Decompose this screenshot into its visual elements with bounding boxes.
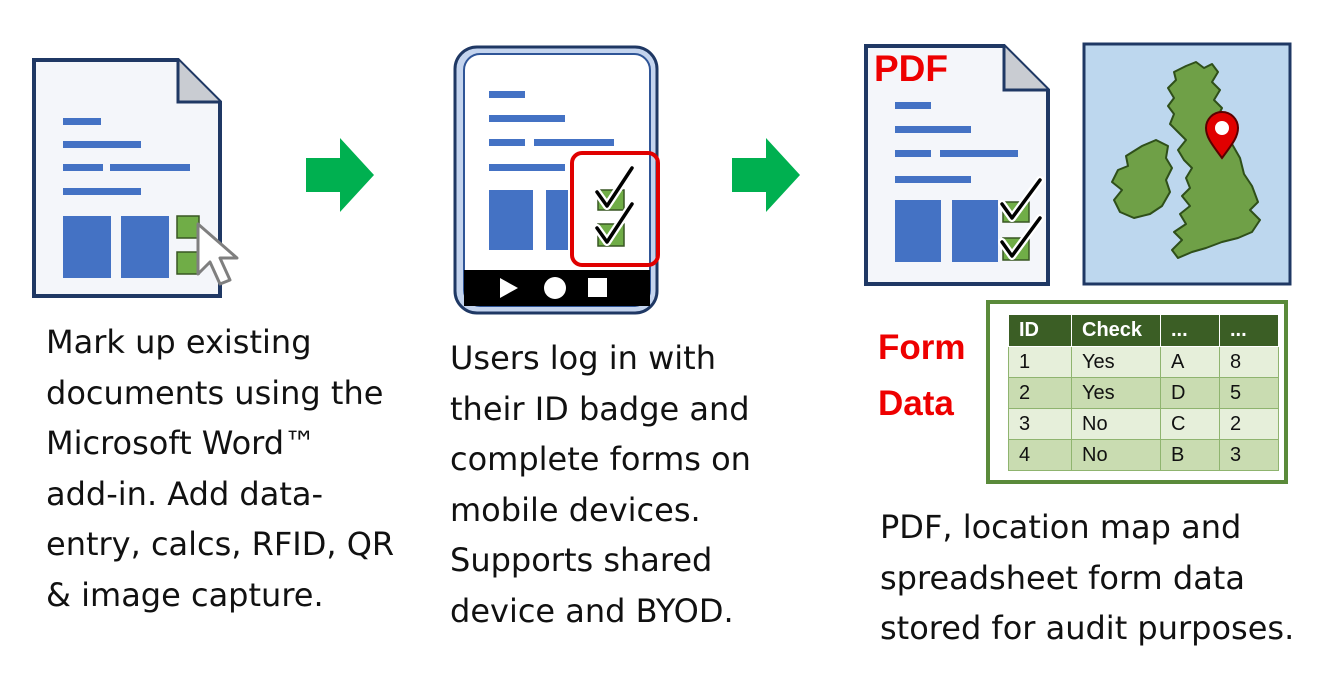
table-cell: C (1160, 408, 1220, 440)
table-cell: Yes (1071, 346, 1161, 378)
document-icon (32, 58, 239, 298)
table-row: 1 Yes A 8 (1008, 346, 1279, 378)
form-data-label-line1: Form (878, 328, 966, 367)
column-header: ... (1219, 314, 1279, 347)
table-cell: 2 (1008, 377, 1072, 409)
arrow-right-icon (732, 138, 800, 212)
step-3-caption: PDF, location map and spreadsheet form d… (880, 508, 1295, 647)
checkmark-icon (595, 166, 634, 244)
form-data-table: ID Check ... ... 1 Yes A 8 2 Yes D 5 3 N… (1008, 314, 1279, 471)
cursor-icon (196, 222, 239, 286)
table-cell: 2 (1219, 408, 1279, 440)
recent-apps-icon (588, 278, 607, 297)
step-1-caption: Mark up existing documents using the Mic… (46, 323, 395, 614)
home-icon (544, 277, 566, 299)
form-data-label-line2: Data (878, 384, 954, 423)
column-header: ... (1160, 314, 1220, 347)
table-cell: 4 (1008, 439, 1072, 471)
table-cell: 1 (1008, 346, 1072, 378)
column-header: ID (1008, 314, 1072, 347)
table-cell: 8 (1219, 346, 1279, 378)
table-cell: 3 (1008, 408, 1072, 440)
step-2-caption: Users log in with their ID badge and com… (450, 339, 751, 630)
table-cell: 5 (1219, 377, 1279, 409)
mobile-device-icon (453, 45, 660, 315)
pdf-label: PDF (874, 48, 948, 89)
form-data-label: Form Data (878, 320, 966, 432)
location-pin-icon (1204, 111, 1240, 160)
back-icon (500, 278, 518, 298)
pdf-document-icon (864, 44, 1050, 286)
table-cell: No (1071, 439, 1161, 471)
table-cell: No (1071, 408, 1161, 440)
column-header: Check (1071, 314, 1161, 347)
table-cell: D (1160, 377, 1220, 409)
table-cell: 3 (1219, 439, 1279, 471)
table-cell: Yes (1071, 377, 1161, 409)
form-data-table-frame: ID Check ... ... 1 Yes A 8 2 Yes D 5 3 N… (986, 300, 1288, 484)
table-cell: B (1160, 439, 1220, 471)
arrow-right-icon (306, 138, 374, 212)
table-row: 2 Yes D 5 (1008, 377, 1279, 409)
checkmark-icon (1000, 178, 1042, 258)
table-cell: A (1160, 346, 1220, 378)
table-header-row: ID Check ... ... (1008, 314, 1279, 347)
uk-map (1082, 42, 1292, 286)
table-row: 3 No C 2 (1008, 408, 1279, 440)
table-row: 4 No B 3 (1008, 439, 1279, 471)
